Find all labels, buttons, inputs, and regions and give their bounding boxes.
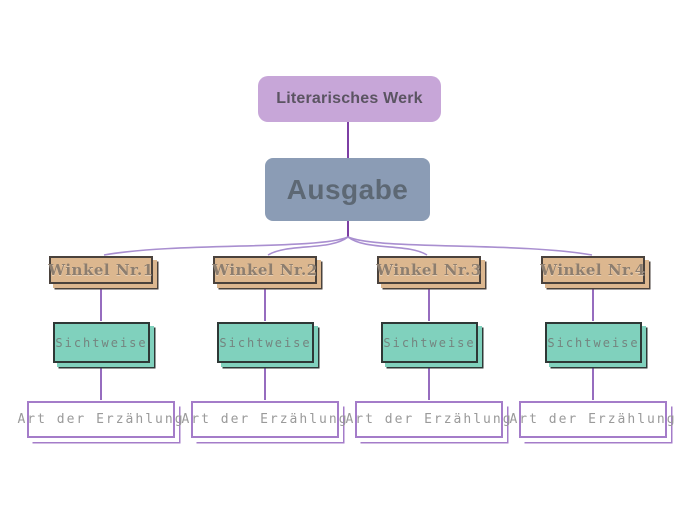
node-literarisches-werk[interactable]: Literarisches Werk — [258, 76, 441, 122]
node-winkel-3[interactable]: Winkel Nr.3 — [376, 256, 481, 284]
node-sichtweise-3[interactable]: Sichtweise — [381, 322, 478, 363]
edge-main-winkel-4 — [347, 236, 593, 256]
edge-main-winkel-1 — [103, 236, 349, 256]
node-art-der-erzaehlung-4[interactable]: Art der Erzählung — [509, 401, 675, 438]
node-sichtweise-2[interactable]: Sichtweise — [217, 322, 314, 363]
node-ausgabe[interactable]: Ausgabe — [265, 158, 430, 221]
edge-main-winkel-2 — [267, 236, 349, 256]
node-winkel-4[interactable]: Winkel Nr.4 — [540, 256, 645, 284]
node-art-der-erzaehlung-3[interactable]: Art der Erzählung — [345, 401, 511, 438]
node-winkel-1[interactable]: Winkel Nr.1 — [48, 256, 153, 284]
node-art-der-erzaehlung-1[interactable]: Art der Erzählung — [17, 401, 183, 438]
edge-main-winkel-3 — [347, 236, 428, 256]
node-sichtweise-4[interactable]: Sichtweise — [545, 322, 642, 363]
node-sichtweise-1[interactable]: Sichtweise — [53, 322, 150, 363]
node-art-der-erzaehlung-2[interactable]: Art der Erzählung — [181, 401, 347, 438]
node-winkel-2[interactable]: Winkel Nr.2 — [212, 256, 317, 284]
